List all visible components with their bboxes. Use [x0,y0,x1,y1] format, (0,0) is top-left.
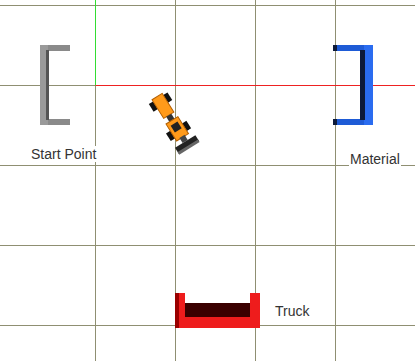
loader-vehicle [147,90,200,154]
start-label: Start Point [30,146,97,162]
start-bracket [40,45,70,125]
y-axis [95,0,96,86]
truck-bed [175,293,260,328]
material-label: Material [349,151,401,167]
material-bracket [333,45,373,125]
truck-label: Truck [274,303,310,319]
